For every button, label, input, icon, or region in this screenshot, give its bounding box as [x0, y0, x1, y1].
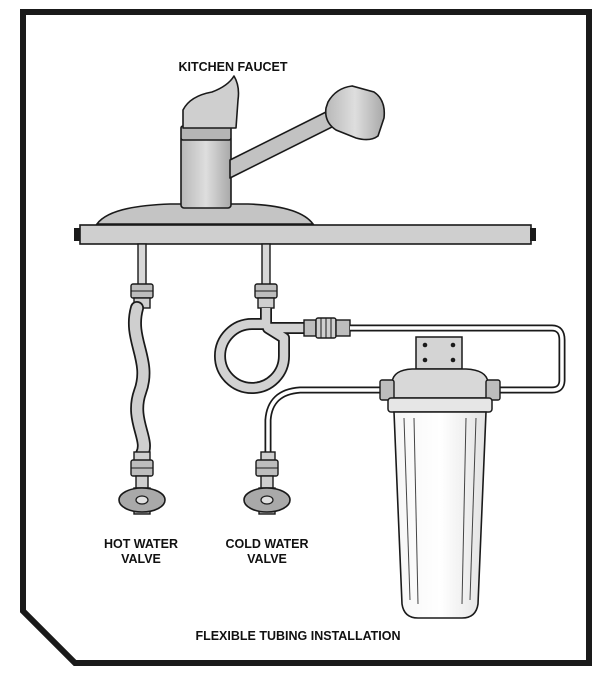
cold-water-valve: [243, 487, 291, 515]
diagram-caption: FLEXIBLE TUBING INSTALLATION: [195, 629, 400, 643]
label-cold-water-valve-line2: VALVE: [247, 552, 287, 566]
hot-water-line: [118, 243, 166, 515]
faucet-handle: [182, 75, 240, 129]
countertop-edge-left: [74, 228, 80, 241]
label-hot-water-valve-line2: VALVE: [121, 552, 161, 566]
cold-supply-pipe: [261, 243, 271, 287]
hot-supply-pipe: [137, 243, 147, 287]
filter-mounting-bracket: [415, 336, 463, 370]
faucet-base-plate: [95, 203, 315, 225]
filter-collar: [387, 397, 493, 413]
filter-inlet-port: [379, 379, 395, 401]
filter-housing: [393, 411, 487, 619]
filter-outlet-port: [485, 379, 501, 401]
kitchen-faucet: [95, 75, 386, 225]
label-cold-water-valve-line1: COLD WATER: [225, 537, 308, 551]
hot-water-valve: [118, 487, 166, 515]
cold-water-line: [214, 243, 566, 515]
filter-head: [391, 368, 489, 399]
countertop-edge-right: [530, 228, 536, 241]
label-kitchen-faucet: KITCHEN FAUCET: [178, 60, 287, 74]
faucet-body: [180, 135, 232, 209]
countertop: [79, 224, 532, 245]
diagram-frame: [20, 9, 592, 666]
faucet-spray-head: [324, 85, 386, 141]
water-filter: [379, 336, 501, 619]
inline-fitting: [303, 317, 351, 339]
label-hot-water-valve-line1: HOT WATER: [104, 537, 178, 551]
